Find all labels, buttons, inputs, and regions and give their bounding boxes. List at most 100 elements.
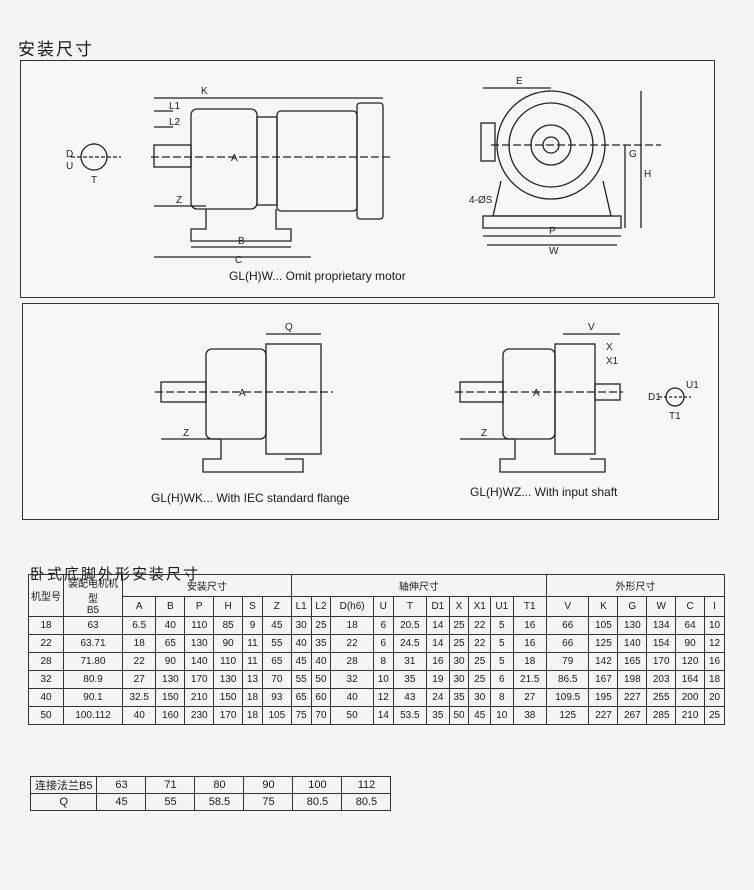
table-cell: 6 (372, 634, 394, 653)
flange-cell: 55 (145, 793, 196, 811)
table-cell: 90 (155, 652, 186, 671)
table-cell: 18 (512, 652, 547, 671)
label-A3: A (533, 388, 540, 399)
table-cell: 130 (155, 670, 186, 689)
label-Z3: Z (481, 428, 487, 439)
table-cell: 28 (330, 652, 374, 671)
table-cell: 38 (512, 706, 547, 725)
table-cell: 170 (646, 652, 677, 671)
table-cell: 11 (242, 652, 263, 671)
label-C: C (235, 255, 242, 266)
table-cell: 32 (28, 670, 64, 689)
flange-cell: 80.5 (341, 793, 392, 811)
table-cell: 40 (28, 688, 64, 707)
table-cell: 125 (588, 634, 619, 653)
sub-header-8: D(h6) (330, 595, 374, 618)
table-cell: 24.5 (392, 634, 428, 653)
table-cell: 45 (468, 706, 492, 725)
table-cell: 90 (675, 634, 706, 653)
table-cell: 35 (448, 688, 470, 707)
table-cell: 25 (448, 616, 470, 635)
table-cell: 14 (426, 634, 450, 653)
label-H: H (644, 169, 651, 180)
table-cell: 35 (426, 706, 450, 725)
flange-cell: 100 (292, 776, 343, 794)
table-cell: 30 (448, 652, 470, 671)
table-cell: 35 (310, 634, 332, 653)
table-cell: 230 (184, 706, 215, 725)
col-motor-label: 装配电机机型 (68, 579, 118, 605)
table-cell: 35 (392, 670, 428, 689)
table-cell: 170 (184, 670, 215, 689)
label-B: B (238, 236, 245, 247)
label-D1: D1 (648, 392, 661, 403)
sub-header-17: K (588, 595, 619, 618)
label-Z: Z (176, 195, 182, 206)
label-T1: T1 (669, 411, 681, 422)
sub-header-18: G (617, 595, 648, 618)
table-cell: 130 (184, 634, 215, 653)
table-cell: 8 (372, 652, 394, 671)
sub-header-19: W (646, 595, 677, 618)
label-Q: Q (285, 322, 293, 333)
table-cell: 203 (646, 670, 677, 689)
sub-header-10: T (392, 595, 428, 618)
table-cell: 105 (588, 616, 619, 635)
flange-cell: 75 (243, 793, 294, 811)
table-cell: 10 (704, 616, 725, 635)
table-cell: 22 (468, 634, 492, 653)
table-cell: 66 (545, 616, 590, 635)
table-cell: 32.5 (121, 688, 157, 707)
label-Z2: Z (183, 428, 189, 439)
flange-cell: 80.5 (292, 793, 343, 811)
table-cell: 40 (121, 706, 157, 725)
table-cell: 22 (28, 634, 64, 653)
table-cell: 65 (155, 634, 186, 653)
group-shaft: 轴伸尺寸 (290, 574, 547, 597)
table-cell: 80.9 (63, 670, 123, 689)
col-model: 机型号 (28, 574, 64, 617)
table-cell: 27 (121, 670, 157, 689)
table-cell: 31 (392, 652, 428, 671)
table-cell: 20.5 (392, 616, 428, 635)
table-cell: 55 (290, 670, 312, 689)
sub-header-2: P (184, 595, 215, 618)
table-cell: 71.80 (63, 652, 123, 671)
sub-header-12: X (448, 595, 470, 618)
label-T: T (91, 175, 97, 186)
drawing-gl-w: K L1 L2 A Z B C D U T E G H 4-ØS P W (66, 76, 661, 266)
table-cell: 50 (28, 706, 64, 725)
table-cell: 142 (588, 652, 619, 671)
table-cell: 13 (242, 670, 263, 689)
label-P: P (549, 226, 556, 237)
sub-header-14: U1 (490, 595, 514, 618)
table-cell: 85 (213, 616, 244, 635)
label-X1: X1 (606, 356, 619, 367)
table-cell: 66 (545, 634, 590, 653)
sub-header-15: T1 (512, 595, 547, 618)
table-cell: 30 (448, 670, 470, 689)
table-cell: 210 (675, 706, 706, 725)
table-cell: 60 (310, 688, 332, 707)
table-cell: 27 (512, 688, 547, 707)
sub-header-6: L1 (290, 595, 312, 618)
table-cell: 93 (261, 688, 292, 707)
label-A2: A (239, 388, 246, 399)
table-cell: 55 (261, 634, 292, 653)
table-cell: 6 (372, 616, 394, 635)
table-cell: 140 (184, 652, 215, 671)
sub-header-4: S (242, 595, 263, 618)
table-cell: 6 (490, 670, 514, 689)
table-cell: 63.71 (63, 634, 123, 653)
table-cell: 16 (512, 634, 547, 653)
table-cell: 150 (213, 688, 244, 707)
table-cell: 50 (448, 706, 470, 725)
group-install: 安装尺寸 (122, 574, 292, 597)
table-cell: 130 (213, 670, 244, 689)
flange-row2-label: Q (29, 793, 98, 811)
